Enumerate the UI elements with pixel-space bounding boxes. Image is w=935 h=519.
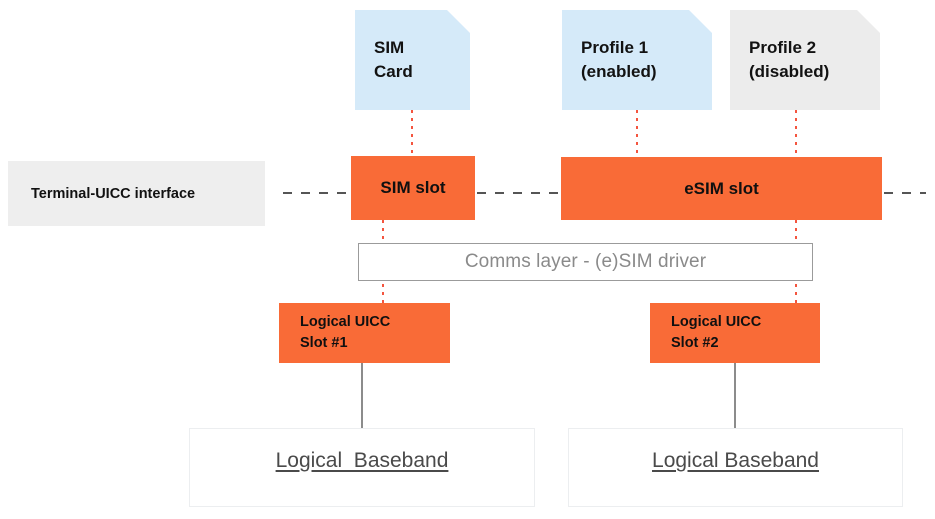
sim-slot-label: SIM slot — [380, 178, 446, 197]
dotted-connector-profile-2-to-esim-slot — [795, 110, 797, 157]
logical-baseband-2-label: Logical Baseband — [652, 449, 819, 472]
connector-logical-uicc-1-to-baseband-1 — [361, 363, 363, 429]
comms-layer-label: Comms layer - (e)SIM driver — [464, 251, 707, 272]
profile-1-shape: Profile 1 (enabled) — [562, 10, 712, 110]
logical-uicc-slot-2-box: Logical UICC Slot #2 — [650, 303, 820, 363]
logical-uicc-slot-1-box: Logical UICC Slot #1 — [279, 303, 450, 363]
profile-1-label: Profile 1 (enabled) — [581, 37, 657, 81]
logical-uicc-slot-2-label: Logical UICC Slot #2 — [671, 313, 762, 351]
logical-baseband-1-box: Logical Baseband — [189, 428, 535, 507]
logical-baseband-2-box: Logical Baseband — [568, 428, 903, 507]
logical-baseband-1-label: Logical Baseband — [275, 449, 449, 472]
profile-2-shape: Profile 2 (disabled) — [730, 10, 880, 110]
dashed-line-sim-slot-to-esim-slot — [477, 192, 561, 194]
sim-card-shape: SIM Card — [355, 10, 470, 110]
dotted-connector-profile-1-to-esim-slot — [636, 110, 638, 157]
sim-card-label: SIM Card — [374, 37, 413, 81]
logical-uicc-slot-1-label: Logical UICC Slot #1 — [300, 313, 391, 351]
comms-layer-box: Comms layer - (e)SIM driver — [358, 243, 813, 281]
esim-slot-box: eSIM slot — [561, 157, 882, 220]
terminal-uicc-interface-label: Terminal-UICC interface — [31, 185, 196, 202]
connector-logical-uicc-2-to-baseband-2 — [734, 363, 736, 429]
profile-2-label: Profile 2 (disabled) — [749, 37, 830, 81]
dotted-connector-sim-card-to-sim-slot — [411, 110, 413, 157]
dashed-line-esim-slot-right — [884, 192, 926, 194]
esim-slot-label: eSIM slot — [684, 178, 759, 198]
sim-slot-box: SIM slot — [351, 156, 475, 220]
dashed-line-interface-to-sim-slot — [283, 192, 353, 194]
terminal-uicc-interface-box: Terminal-UICC interface — [8, 161, 265, 226]
